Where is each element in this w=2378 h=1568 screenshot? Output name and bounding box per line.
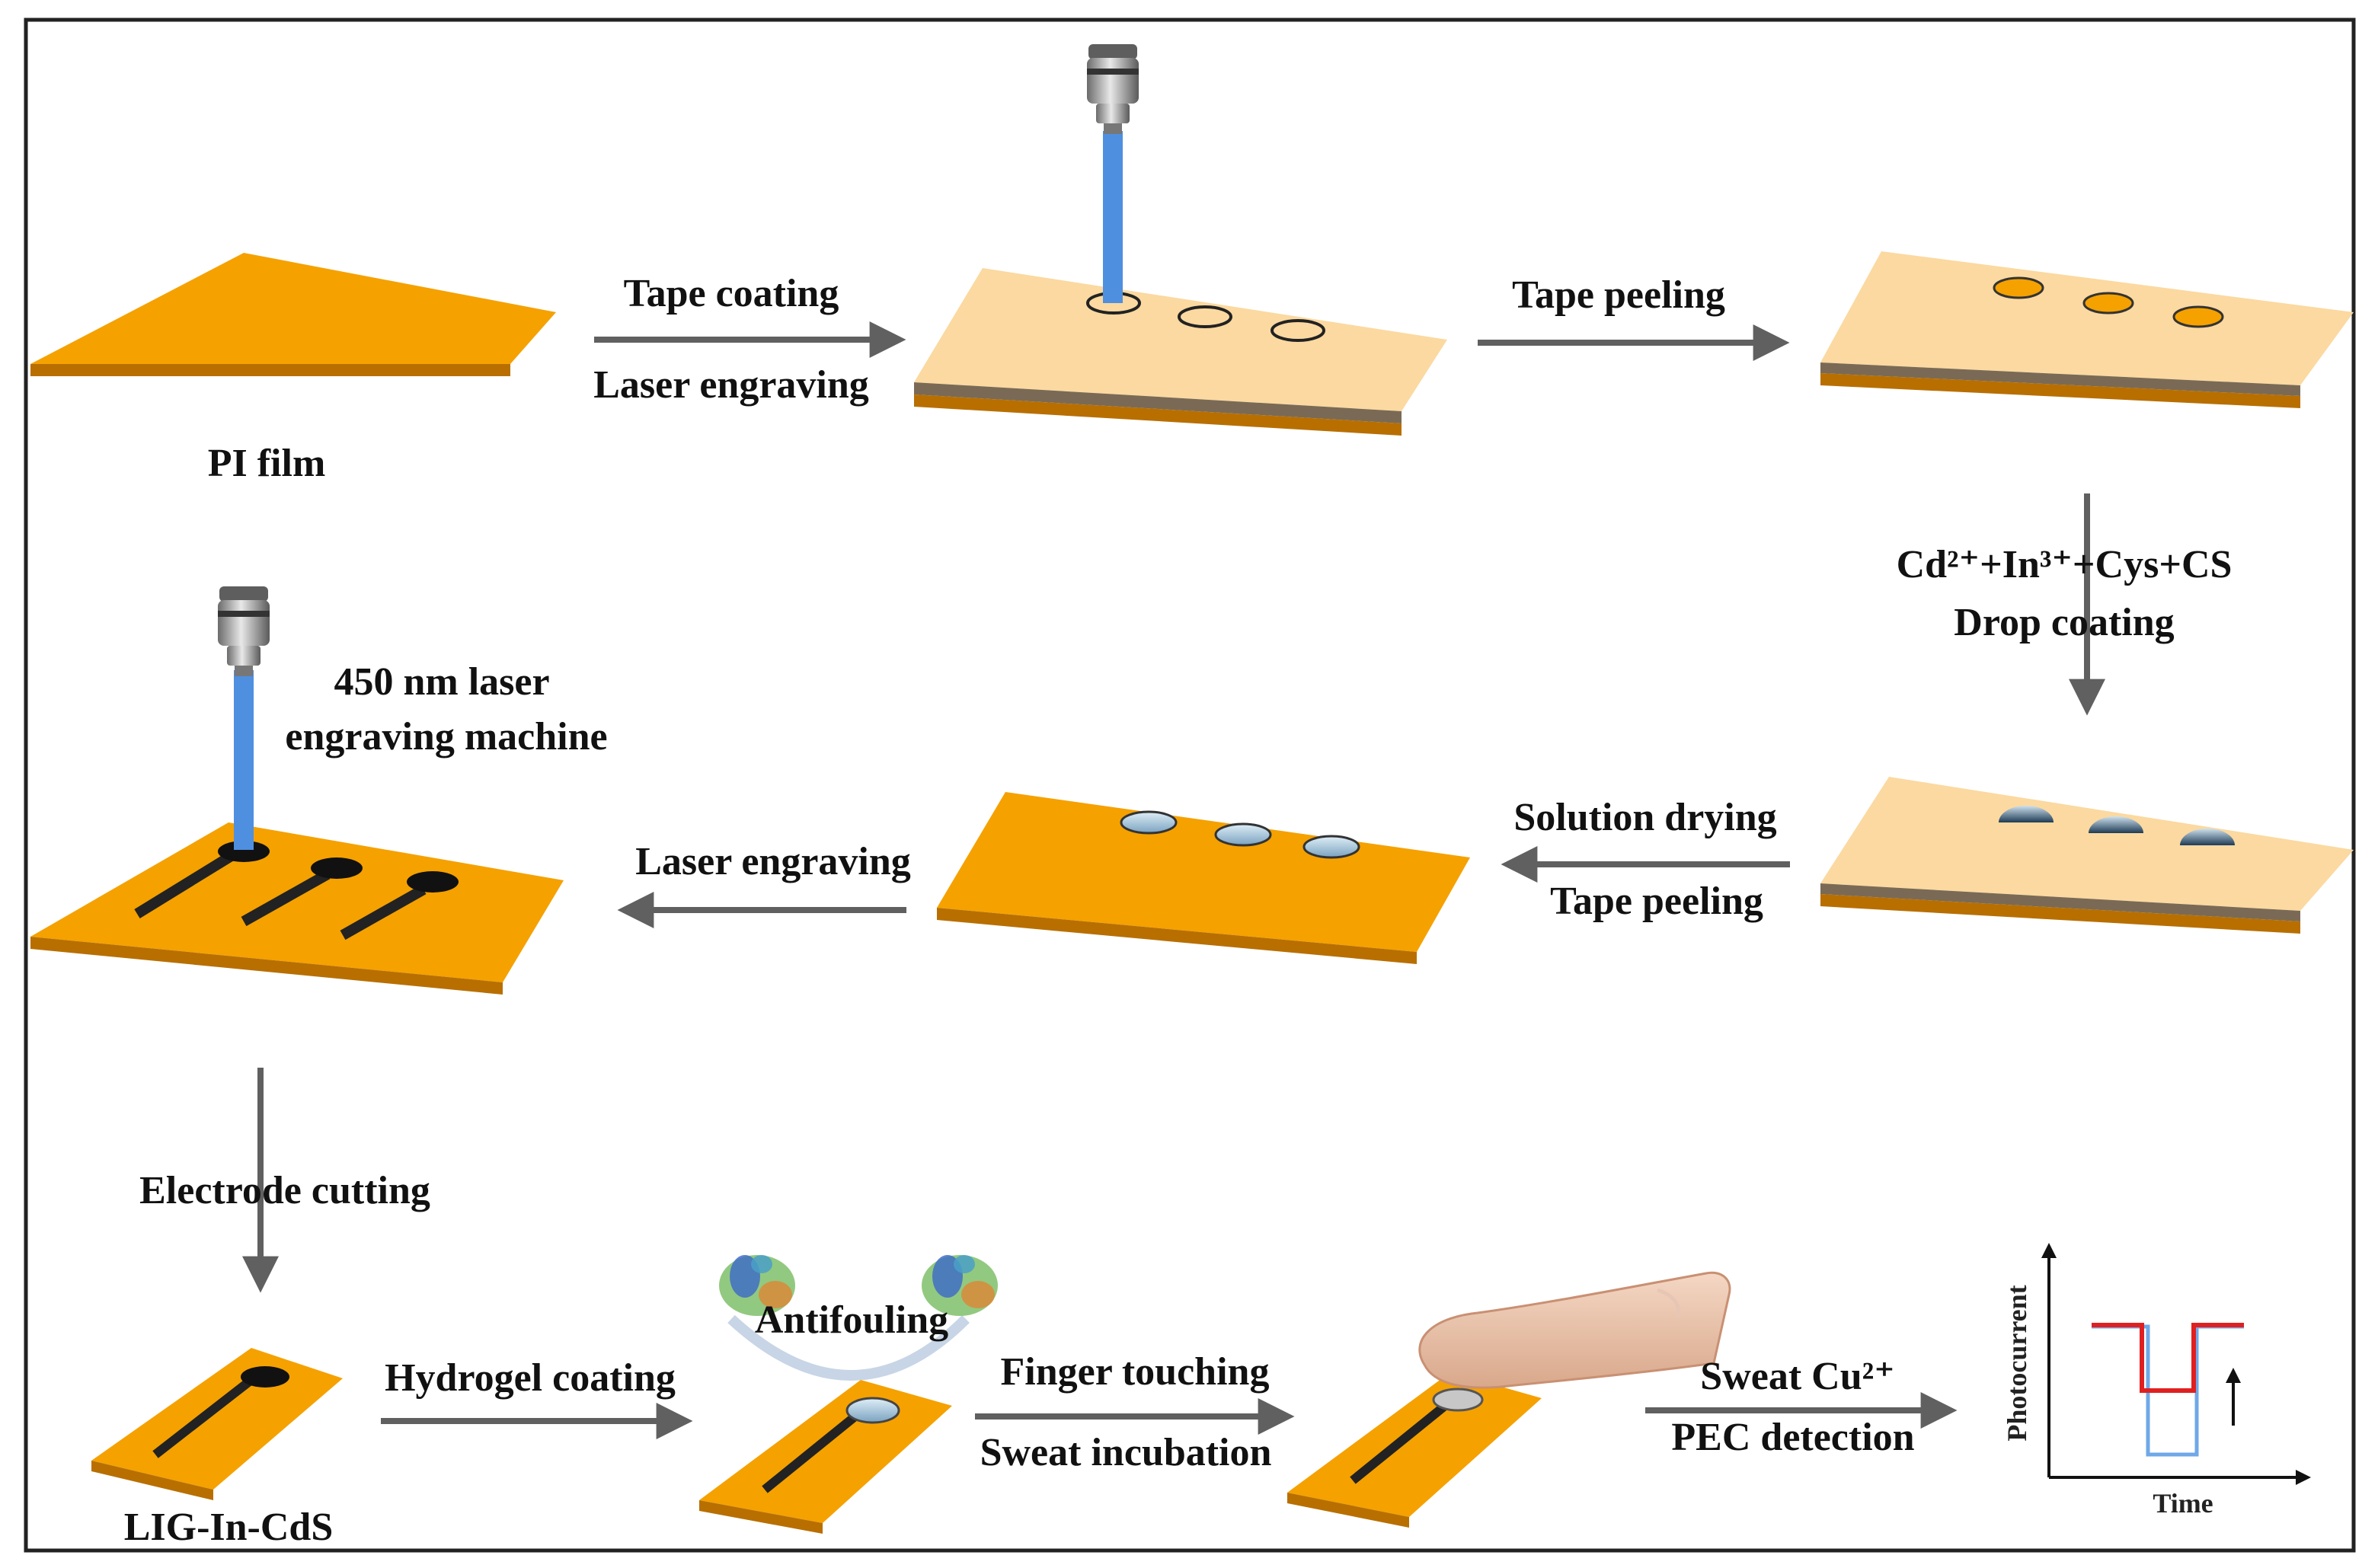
photocurrent-plot: Photocurrent Time: [2002, 1243, 2311, 1519]
exposed-pi-spot: [1993, 276, 2044, 299]
patterned-film: [1820, 251, 2354, 408]
pec-detection-label: PEC detection: [1671, 1416, 1914, 1459]
x-axis-label: Time: [2153, 1488, 2213, 1519]
precursor-droplet: [2089, 816, 2143, 833]
droplet-film: [1820, 777, 2354, 934]
antifouling-arc: [727, 1314, 970, 1381]
pi-film-sheet: [30, 253, 556, 376]
protein-icon: [719, 1255, 795, 1316]
laser-engraving-label-2: Laser engraving: [635, 840, 911, 883]
precursor-droplet: [1999, 806, 2054, 822]
hydrogel-coating-label: Hydrogel coating: [385, 1356, 676, 1400]
electrode-cutting-label: Electrode cutting: [139, 1169, 430, 1212]
taped-pi-film: [914, 268, 1447, 436]
pi-film-label: PI film: [208, 442, 326, 485]
exposed-pi-spot: [2082, 292, 2134, 315]
laser-head-icon: [1087, 44, 1139, 134]
laser-machine-label-1: 450 nm laser: [334, 660, 549, 704]
engraved-circle: [1178, 305, 1232, 328]
drop-coating-precursor-label: Cd²⁺+In³⁺+Cys+CS: [1897, 543, 2233, 586]
exposed-pi-spot: [2172, 305, 2224, 328]
sweat-cu-label: Sweat Cu²⁺: [1700, 1355, 1894, 1398]
dried-spot: [1120, 810, 1178, 835]
cu-response-trace: [2092, 1323, 2244, 1393]
lig-electrode-traces: [134, 841, 459, 940]
tape-peeling-label-2: Tape peeling: [1550, 880, 1763, 923]
protein-icon: [922, 1255, 998, 1316]
lig-in-cds-electrode: [91, 1348, 343, 1500]
dried-spot: [1214, 822, 1272, 847]
electrode-array-film: [30, 822, 564, 995]
engraved-circle: [1271, 319, 1325, 342]
dried-spot: [1302, 835, 1360, 859]
dried-film: [937, 792, 1470, 964]
laser-machine-label-2: engraving machine: [285, 715, 607, 758]
fingernail: [1657, 1288, 1681, 1318]
sensing-electrode: [1287, 1372, 1542, 1528]
hydrogel-electrode: [699, 1380, 952, 1534]
drop-coating-label: Drop coating: [1954, 601, 2174, 644]
laser-head-icon: [218, 586, 270, 676]
laser-beam: [1103, 131, 1123, 303]
y-axis-label: Photocurrent: [2002, 1285, 2032, 1441]
lig-in-cds-label: LIG-In-CdS: [124, 1506, 334, 1549]
finger-touching-label: Finger touching: [1001, 1350, 1270, 1394]
tape-coating-label: Tape coating: [624, 272, 839, 315]
laser-beam: [234, 670, 254, 850]
solution-drying-label: Solution drying: [1513, 796, 1776, 839]
sweat-incubation-label: Sweat incubation: [980, 1431, 1272, 1474]
precursor-droplet: [2180, 829, 2235, 845]
laser-engraving-label-1: Laser engraving: [593, 363, 869, 407]
finger-icon: [1418, 1271, 1731, 1389]
antifouling-label: Antifouling: [755, 1298, 948, 1342]
tape-peeling-label-1: Tape peeling: [1512, 273, 1725, 317]
frame-border: [24, 18, 2356, 1553]
